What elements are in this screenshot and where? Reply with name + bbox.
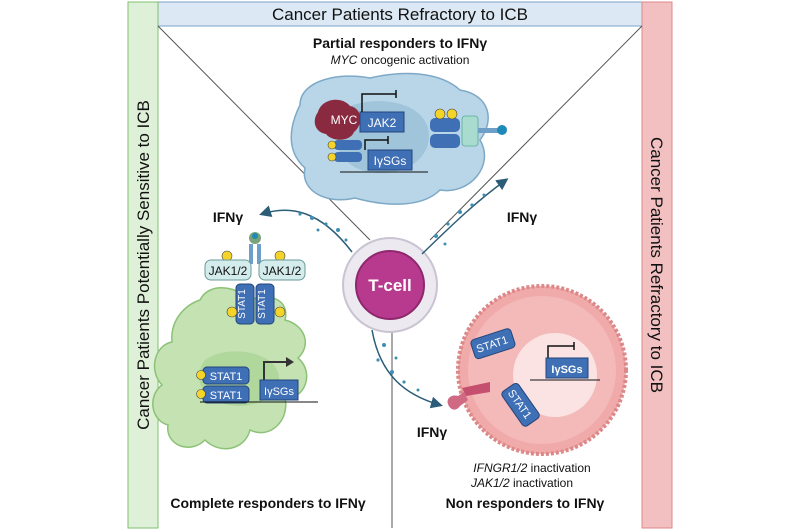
jak-right-label: JAK1/2 [263,264,302,278]
non-note-2-gene: JAK1/2 [470,476,510,490]
ifng-arrow-left [259,205,353,253]
non-tumor-cell [456,284,628,456]
complete-promoter-arrow [263,361,288,384]
non-truncated-receptor [447,382,490,410]
non-ifng-right-label: IFNγ [507,209,538,225]
stat-horizontal-2-label: STAT1 [210,390,243,402]
tcell-label: T-cell [368,276,411,295]
top-banner-label: Cancer Patients Refractory to ICB [272,5,528,24]
jak-left-box [204,259,252,281]
tcell [342,237,438,333]
partial-title: Partial responders to IFNγ [313,35,487,51]
non-stat-a [470,328,516,360]
partial-subtitle-rest: oncogenic activation [357,53,469,67]
ifng-dots [298,193,486,392]
complete-isgs-box [259,379,299,401]
partial-isgs-label: IγSGs [374,154,407,168]
stat-vertical-1-label: STAT1 [237,289,248,319]
stat-h-phospho-1 [196,370,206,380]
non-note-1-gene: IFNGR1/2 [473,461,527,475]
divider-right [429,25,643,241]
ifng-arrow-right [421,178,509,255]
stat-h-phospho-2 [196,389,206,399]
complete-isgs-label: IγSGs [264,386,294,398]
jak-left-label: JAK1/2 [209,264,248,278]
divider-left [157,25,371,241]
jak2-label: JAK2 [368,116,397,130]
complete-title: Complete responders to IFNγ [170,495,365,511]
partial-subtitle: MYC oncogenic activation [331,53,470,67]
stat-phospho-1 [226,306,238,318]
partial-stat-dimer [327,140,362,162]
stat-vertical-1 [235,283,255,325]
non-ifng-bottom-label: IFNγ [417,424,448,440]
stat-horizontal-1-label: STAT1 [210,371,243,383]
jak2-promoter-arrow [361,90,397,112]
partial-isgs-box [367,149,413,171]
myc-blob [314,99,361,140]
non-isgs-promoter [547,342,575,362]
left-banner [127,1,159,529]
partial-subtitle-gene: MYC [331,53,358,67]
non-isgs-label: IγSGs [551,364,582,376]
left-banner-label: Cancer Patients Potentially Sensitive to… [134,100,153,430]
non-isgs-box [545,357,589,379]
partial-receptor-complex [430,108,507,148]
non-note-1-rest: inactivation [527,461,590,475]
non-stat-b [501,382,540,427]
partial-isgs-promoter [364,136,389,150]
complete-receptor-complex [221,232,286,264]
complete-promoter-head [286,357,294,367]
top-banner [157,1,643,27]
non-note-1: IFNGR1/2 inactivation [473,461,590,475]
myc-label: MYC [331,113,358,127]
non-note-2: JAK1/2 inactivation [470,476,573,490]
complete-ifng-label: IFNγ [213,209,244,225]
stat-vertical-2 [255,283,275,325]
non-title: Non responders to IFNγ [446,495,605,511]
right-banner-label: Cancer Patients Refractory to ICB [647,137,666,393]
stat-phospho-2 [274,306,286,318]
right-banner [641,1,673,529]
ifng-arrow-bottom [371,329,443,409]
jak2-box [359,111,405,133]
stat-vertical-2-label: STAT1 [257,289,268,319]
non-note-2-rest: inactivation [510,476,573,490]
jak-right-box [258,259,306,281]
